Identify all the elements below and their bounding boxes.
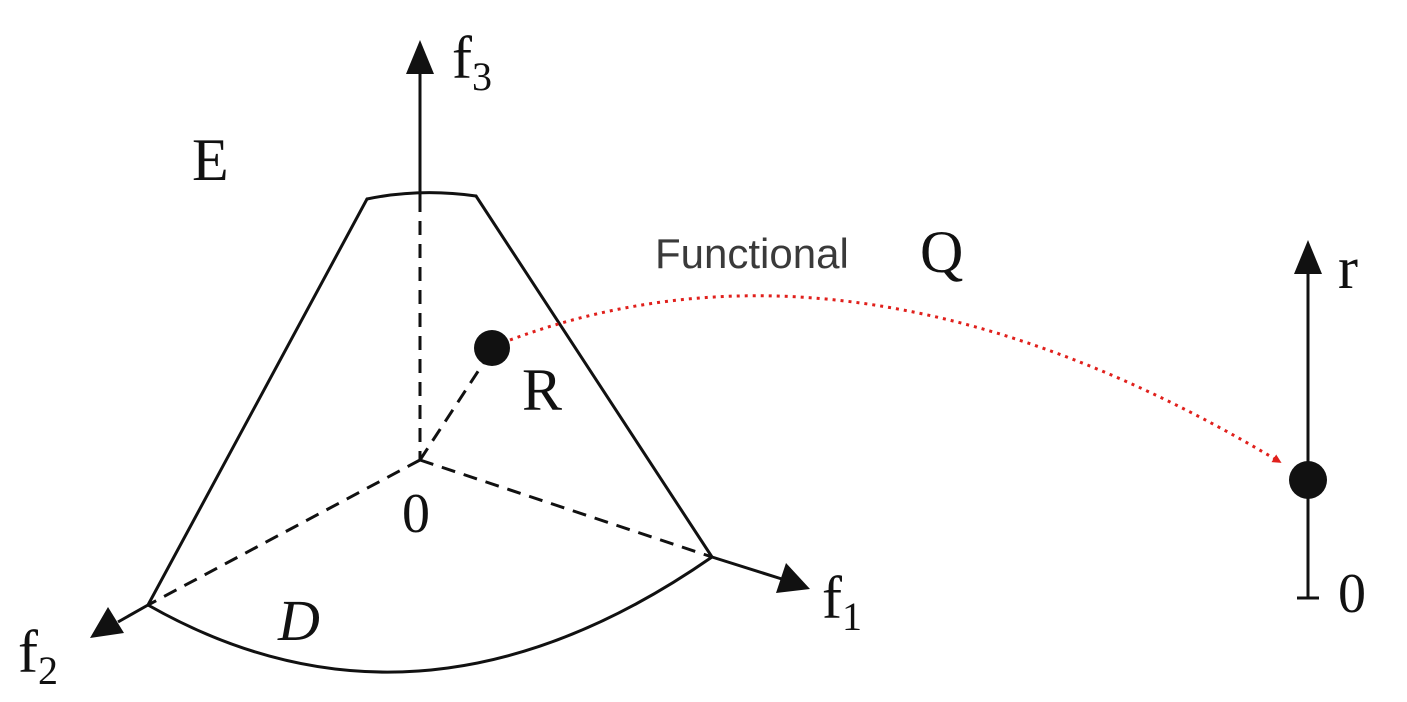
label-axis-f2-base: f — [18, 619, 38, 685]
mapping-arrow — [509, 294, 1282, 464]
right-edge — [474, 194, 714, 559]
label-axis-f1-sub: 1 — [842, 594, 862, 639]
dashed-f2 — [147, 458, 421, 607]
dashed-f1 — [419, 458, 713, 559]
axis-f1-line — [711, 555, 786, 582]
axis-f1-arrowhead — [776, 563, 810, 593]
point-r-dot — [474, 330, 510, 366]
label-functional: Functional — [655, 230, 849, 277]
label-origin-left: 0 — [402, 483, 430, 545]
label-origin-right: 0 — [1338, 563, 1366, 625]
axis-f3-arrowhead — [406, 40, 434, 74]
axis-f2-line — [117, 603, 149, 624]
set-e-shape — [146, 191, 714, 674]
value-r-dot — [1289, 461, 1327, 499]
label-axis-f3: f3 — [452, 25, 492, 99]
label-axis-f3-base: f — [452, 25, 472, 91]
label-domain-d: D — [277, 588, 320, 653]
label-axis-f1: f1 — [822, 565, 862, 639]
label-axis-r: r — [1338, 235, 1358, 301]
label-axis-f2-sub: 2 — [38, 648, 58, 693]
label-point-r: R — [522, 357, 562, 423]
dashed-r — [418, 349, 494, 461]
label-functional-q: Q — [920, 219, 963, 285]
axis-r-arrowhead — [1294, 240, 1322, 274]
bottom-arc — [146, 555, 714, 674]
label-axis-f2: f2 — [18, 619, 58, 693]
label-axis-f1-base: f — [822, 565, 842, 631]
label-set-e: E — [192, 127, 229, 193]
dashed-lines — [147, 198, 713, 607]
label-axis-f3-sub: 3 — [472, 54, 492, 99]
left-edge — [146, 197, 369, 607]
axis-f2-arrowhead — [90, 607, 124, 638]
